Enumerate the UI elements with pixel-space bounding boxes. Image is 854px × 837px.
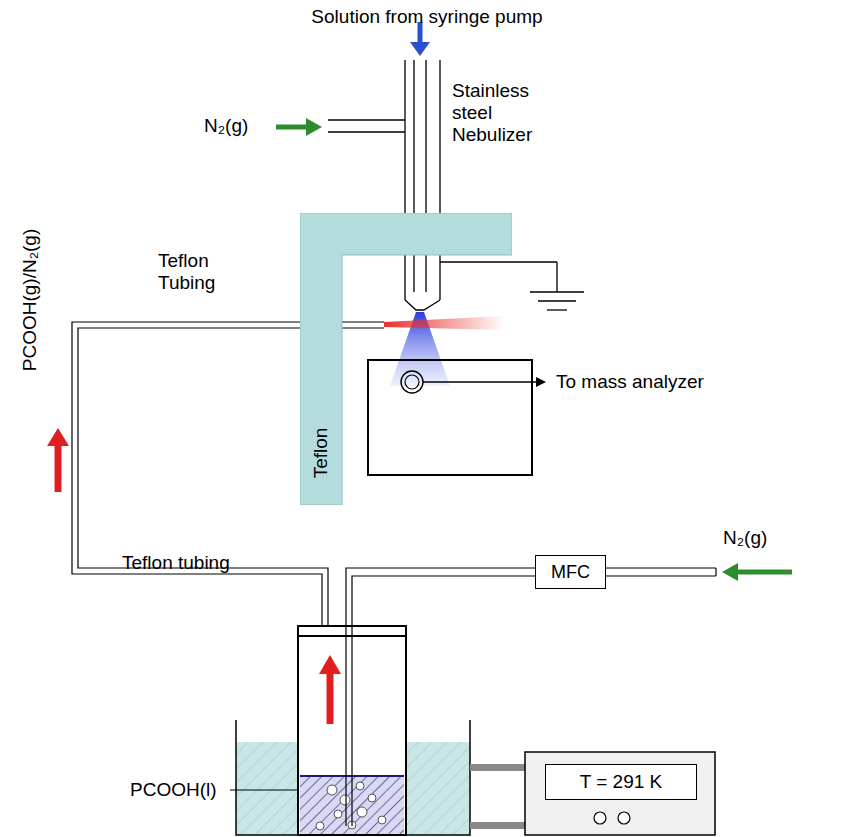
temperature-readout: T = 291 K bbox=[580, 771, 663, 793]
sample-label: PCOOH(l) bbox=[130, 779, 217, 801]
mass-flow-controller: MFC bbox=[535, 555, 606, 589]
part-name: Teflon Tubing bbox=[158, 250, 243, 294]
device-name: MFC bbox=[551, 562, 590, 583]
part-name: Teflon tubing bbox=[122, 552, 230, 574]
part-name: Teflon bbox=[310, 428, 332, 479]
part-name: Stainless steel Nebulizer bbox=[452, 80, 562, 146]
gas-label: N₂(g) bbox=[723, 527, 767, 549]
output-label: To mass analyzer bbox=[556, 371, 704, 393]
teflon-outline bbox=[300, 213, 512, 505]
gas-label: N₂(g) bbox=[204, 115, 248, 137]
input-label: Solution from syringe pump bbox=[311, 6, 542, 28]
flow-label: PCOOH(g)/N₂(g) bbox=[19, 229, 41, 372]
temperature-display: T = 291 K bbox=[545, 764, 697, 800]
teflon-housing: Teflon bbox=[300, 213, 512, 505]
